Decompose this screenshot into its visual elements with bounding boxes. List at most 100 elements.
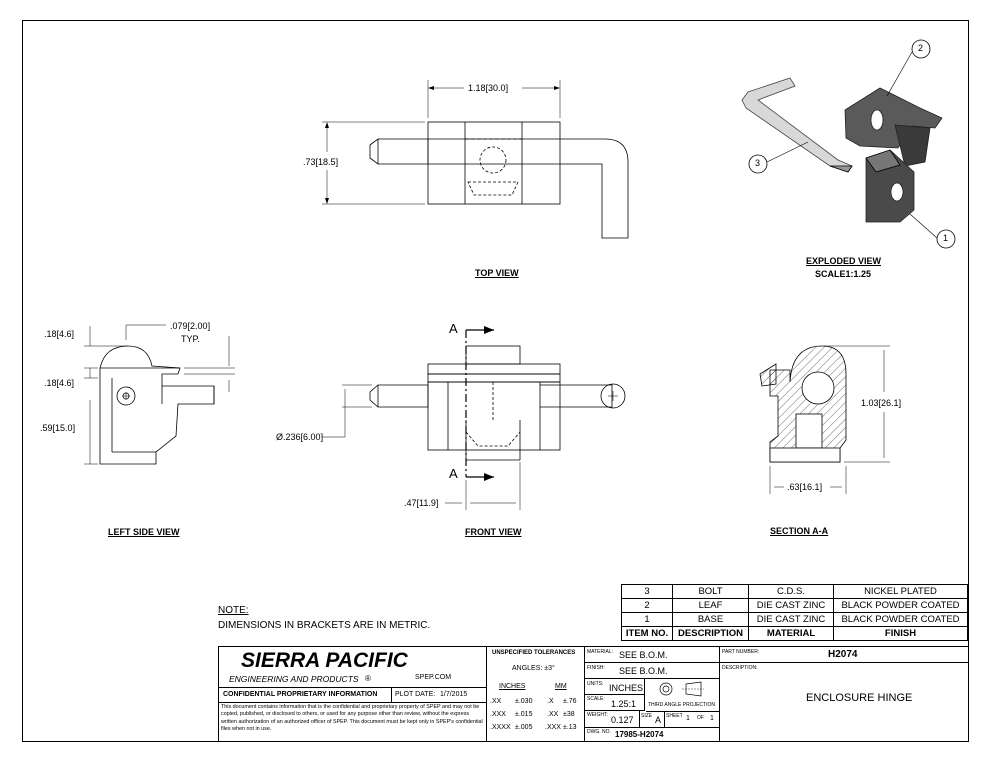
registered-mark: ®	[365, 674, 371, 683]
tol-cell: .X	[547, 698, 554, 705]
weight-label: WEIGHT:	[587, 712, 608, 718]
disclaimer-text: This document contains information that …	[221, 704, 483, 733]
bom-cell: DIE CAST ZINC	[748, 598, 834, 613]
part-number-value: H2074	[828, 649, 858, 660]
left-side-view-title: LEFT SIDE VIEW	[108, 527, 180, 537]
dim-ls-top: .18[4.6]	[44, 329, 75, 339]
part-number-label: PART NUMBER:	[722, 649, 760, 655]
bom-cell: C.D.S.	[748, 584, 834, 599]
projection-label: THIRD ANGLE PROJECTION	[648, 702, 715, 708]
bill-of-materials: 3 BOLT C.D.S. NICKEL PLATED 2 LEAF DIE C…	[621, 584, 968, 641]
exploded-scale: SCALE1:1.25	[815, 269, 872, 279]
size-value: A	[655, 715, 662, 725]
part-number-row: PART NUMBER: H2074	[720, 647, 968, 663]
dwg-row: DWG. NO. 17985-H2074	[585, 727, 719, 741]
bom-row: 1 BASE DIE CAST ZINC BLACK POWDER COATED	[621, 612, 968, 627]
bom-cell: BLACK POWDER COATED	[833, 612, 968, 627]
spec-block: MATERIAL: SEE B.O.M. FINISH: SEE B.O.M. …	[584, 646, 720, 742]
dim-front-offset: .47[11.9]	[404, 498, 439, 508]
finish-row: FINISH: SEE B.O.M.	[585, 663, 719, 679]
tol-cell: .XXXX	[490, 724, 511, 731]
bom-header-cell: DESCRIPTION	[672, 626, 749, 641]
front-view-title: FRONT VIEW	[465, 527, 522, 537]
section-mark-top: A	[449, 321, 458, 336]
dim-ls-gap: .079[2.00]	[170, 321, 211, 331]
note-text: DIMENSIONS IN BRACKETS ARE IN METRIC.	[218, 620, 431, 631]
third-angle-projection-icon	[659, 681, 704, 697]
balloon-3: 3	[755, 158, 761, 168]
finish-value: SEE B.O.M.	[619, 666, 668, 676]
bom-row: 3 BOLT C.D.S. NICKEL PLATED	[621, 584, 968, 599]
dim-front-diameter: Ø.236[6.00]	[276, 432, 324, 442]
bom-header-row: ITEM NO. DESCRIPTION MATERIAL FINISH	[621, 626, 968, 641]
description-label: DESCRIPTION:	[722, 665, 758, 671]
bom-cell: BLACK POWDER COATED	[833, 598, 968, 613]
balloon-1: 1	[943, 233, 949, 243]
scale-value: 1.25:1	[611, 699, 637, 709]
units-value: INCHES	[609, 683, 644, 693]
description-value: ENCLOSURE HINGE	[806, 692, 913, 704]
part-block: PART NUMBER: H2074 DESCRIPTION: ENCLOSUR…	[719, 646, 969, 742]
exploded-view-drawing	[741, 39, 956, 249]
sheet-total: 1	[710, 715, 714, 722]
tol-cell: ±.015	[515, 711, 533, 718]
scale-cell: SCALE: 1.25:1	[585, 695, 645, 711]
confidential-label: CONFIDENTIAL PROPRIETARY INFORMATION	[223, 691, 378, 698]
bom-cell: 2	[621, 598, 673, 613]
angles-tolerance: ANGLES: ±3°	[512, 665, 555, 672]
plot-date-label: PLOT DATE:	[395, 691, 436, 698]
tol-cell: .XX	[547, 711, 559, 718]
note-title: NOTE:	[218, 605, 249, 616]
dim-ls-bottom: .59[15.0]	[40, 423, 76, 433]
top-view-title: TOP VIEW	[475, 268, 519, 278]
section-view-title: SECTION A-A	[770, 526, 829, 536]
divider	[664, 711, 665, 727]
weight-row: WEIGHT: 0.127 SIZE A SHEET 1 OF 1	[585, 711, 719, 728]
front-view-drawing	[322, 326, 626, 510]
weight-value: 0.127	[611, 715, 634, 725]
inches-header: INCHES	[499, 683, 526, 690]
material-label: MATERIAL:	[587, 649, 614, 655]
bom-cell: LEAF	[672, 598, 749, 613]
units-cell: UNITS: INCHES	[585, 679, 645, 695]
sheet-label: SHEET	[666, 713, 683, 719]
dim-top-width: 1.18[30.0]	[468, 83, 509, 93]
dim-section-width: .63[16.1]	[787, 482, 823, 492]
finish-label: FINISH:	[587, 665, 605, 671]
tolerances-block: UNSPECIFIED TOLERANCES ANGLES: ±3° INCHE…	[486, 646, 585, 742]
dim-ls-mid: .18[4.6]	[44, 378, 75, 388]
dim-top-height: .73[18.5]	[303, 157, 339, 167]
tol-cell: .XXX	[490, 711, 506, 718]
tol-cell: ±.005	[515, 724, 533, 731]
left-side-view-drawing	[84, 324, 235, 465]
section-aa-drawing	[759, 345, 890, 494]
divider	[391, 688, 392, 702]
section-mark-bottom: A	[449, 466, 458, 481]
units-label: UNITS:	[587, 681, 604, 687]
balloon-2: 2	[918, 43, 924, 53]
bom-cell: 3	[621, 584, 673, 599]
tolerances-title: UNSPECIFIED TOLERANCES	[492, 650, 576, 656]
exploded-view-title: EXPLODED VIEW	[806, 256, 882, 266]
tol-cell: ±.13	[563, 724, 577, 731]
tol-cell: .XXX	[545, 724, 561, 731]
company-name: SIERRA PACIFIC	[241, 649, 408, 672]
material-value: SEE B.O.M.	[619, 650, 668, 660]
tol-cell: ±.76	[563, 698, 577, 705]
bom-cell: 1	[621, 612, 673, 627]
plot-date: 1/7/2015	[440, 691, 468, 698]
projection-cell: THIRD ANGLE PROJECTION	[646, 679, 719, 712]
sheet-value: 1	[686, 715, 690, 722]
bom-cell: DIE CAST ZINC	[748, 612, 834, 627]
bom-header-cell: ITEM NO.	[621, 626, 673, 641]
confidential-bar: CONFIDENTIAL PROPRIETARY INFORMATION PLO…	[219, 687, 486, 703]
dwg-label: DWG. NO.	[587, 729, 611, 735]
bom-row: 2 LEAF DIE CAST ZINC BLACK POWDER COATED	[621, 598, 968, 613]
company-block: SIERRA PACIFIC ENGINEERING AND PRODUCTS …	[218, 646, 487, 742]
divider	[639, 711, 640, 727]
material-row: MATERIAL: SEE B.O.M.	[585, 647, 719, 663]
tol-cell: ±38	[563, 711, 575, 718]
tol-cell: ±.030	[515, 698, 533, 705]
mm-header: MM	[555, 683, 567, 690]
